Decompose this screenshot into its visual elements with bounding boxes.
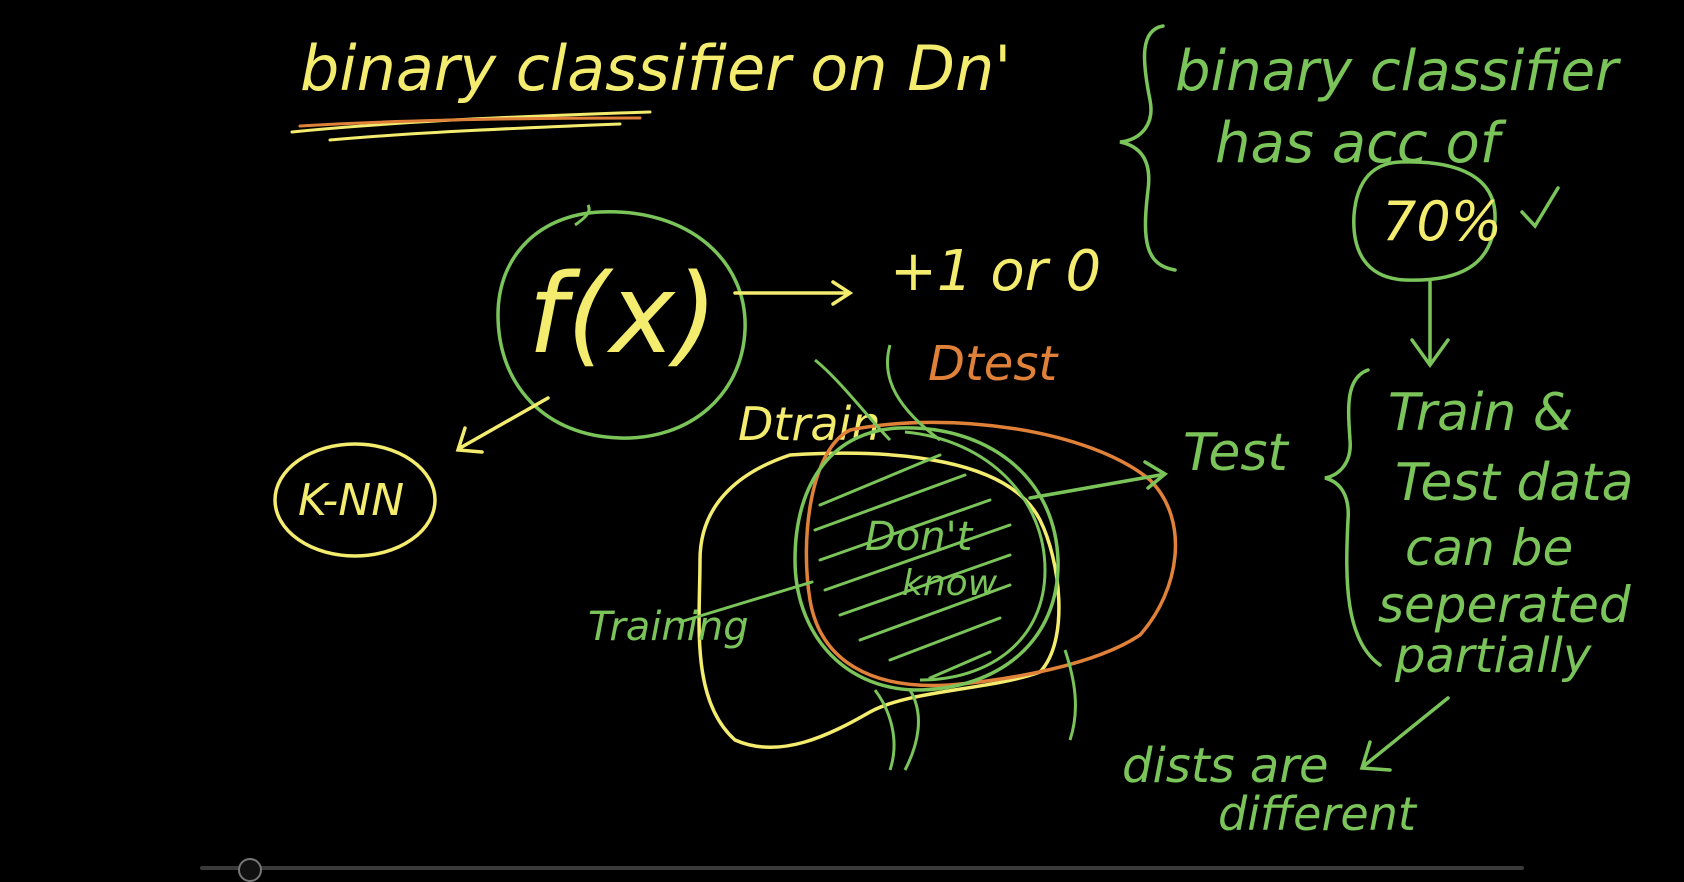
train-test-line-0: Train & <box>1388 383 1573 443</box>
fx-circle-stroke-end <box>574 204 591 227</box>
arrow-down-icon <box>1410 280 1450 368</box>
training-label: Training <box>588 604 749 650</box>
note-brace-top <box>1119 24 1177 272</box>
training-arrow <box>678 580 814 624</box>
overlap-hatching <box>813 453 1012 680</box>
overlap-circle-2 <box>904 430 1047 682</box>
output-label: +1 or 0 <box>890 239 1101 304</box>
accuracy-circle <box>1352 160 1497 282</box>
fx-label: f(x) <box>528 250 718 378</box>
knn-circle <box>273 442 437 558</box>
dont-know-line2: know <box>902 563 998 604</box>
dtrain-label: Dtrain <box>738 397 881 451</box>
fx-circle <box>496 210 747 440</box>
train-test-line-1: Test data <box>1395 453 1633 513</box>
train-test-line-2: can be <box>1405 519 1573 577</box>
test-region <box>804 420 1178 688</box>
brace-note-line1: binary classifier <box>1175 39 1621 104</box>
dont-know-line1: Don't <box>865 514 974 560</box>
note-brace-bottom <box>1324 368 1382 667</box>
overlap-scribble-top <box>814 344 941 442</box>
knn-label: K-NN <box>298 475 404 526</box>
progress-track[interactable] <box>200 866 1524 870</box>
test-arrow-icon <box>1028 460 1169 500</box>
brace-note-line2: has acc of <box>1215 111 1507 176</box>
train-test-note: Train & Test data can be seperated parti… <box>1378 383 1633 684</box>
arrow-to-knn-icon <box>455 396 550 454</box>
accuracy-value: 70% <box>1382 190 1502 253</box>
train-region <box>697 451 1061 749</box>
progress-handle[interactable] <box>238 858 262 882</box>
train-test-line-4: partially <box>1394 628 1592 684</box>
player-progress-bar[interactable] <box>0 858 1684 882</box>
title-underline <box>290 110 652 142</box>
arrow-to-dists-icon <box>1359 696 1450 772</box>
overlap-scribble-bottom <box>873 649 1077 771</box>
arrow-right-icon <box>733 280 854 306</box>
train-test-line-3: seperated <box>1378 576 1631 634</box>
dists-line2: different <box>1218 787 1418 841</box>
title: binary classifier on Dn' <box>300 32 1011 105</box>
test-label: Test <box>1183 423 1289 483</box>
dtest-label: Dtest <box>928 336 1059 392</box>
overlap-circle <box>793 426 1060 692</box>
check-icon <box>1520 186 1560 229</box>
dists-line1: dists are <box>1122 738 1329 794</box>
